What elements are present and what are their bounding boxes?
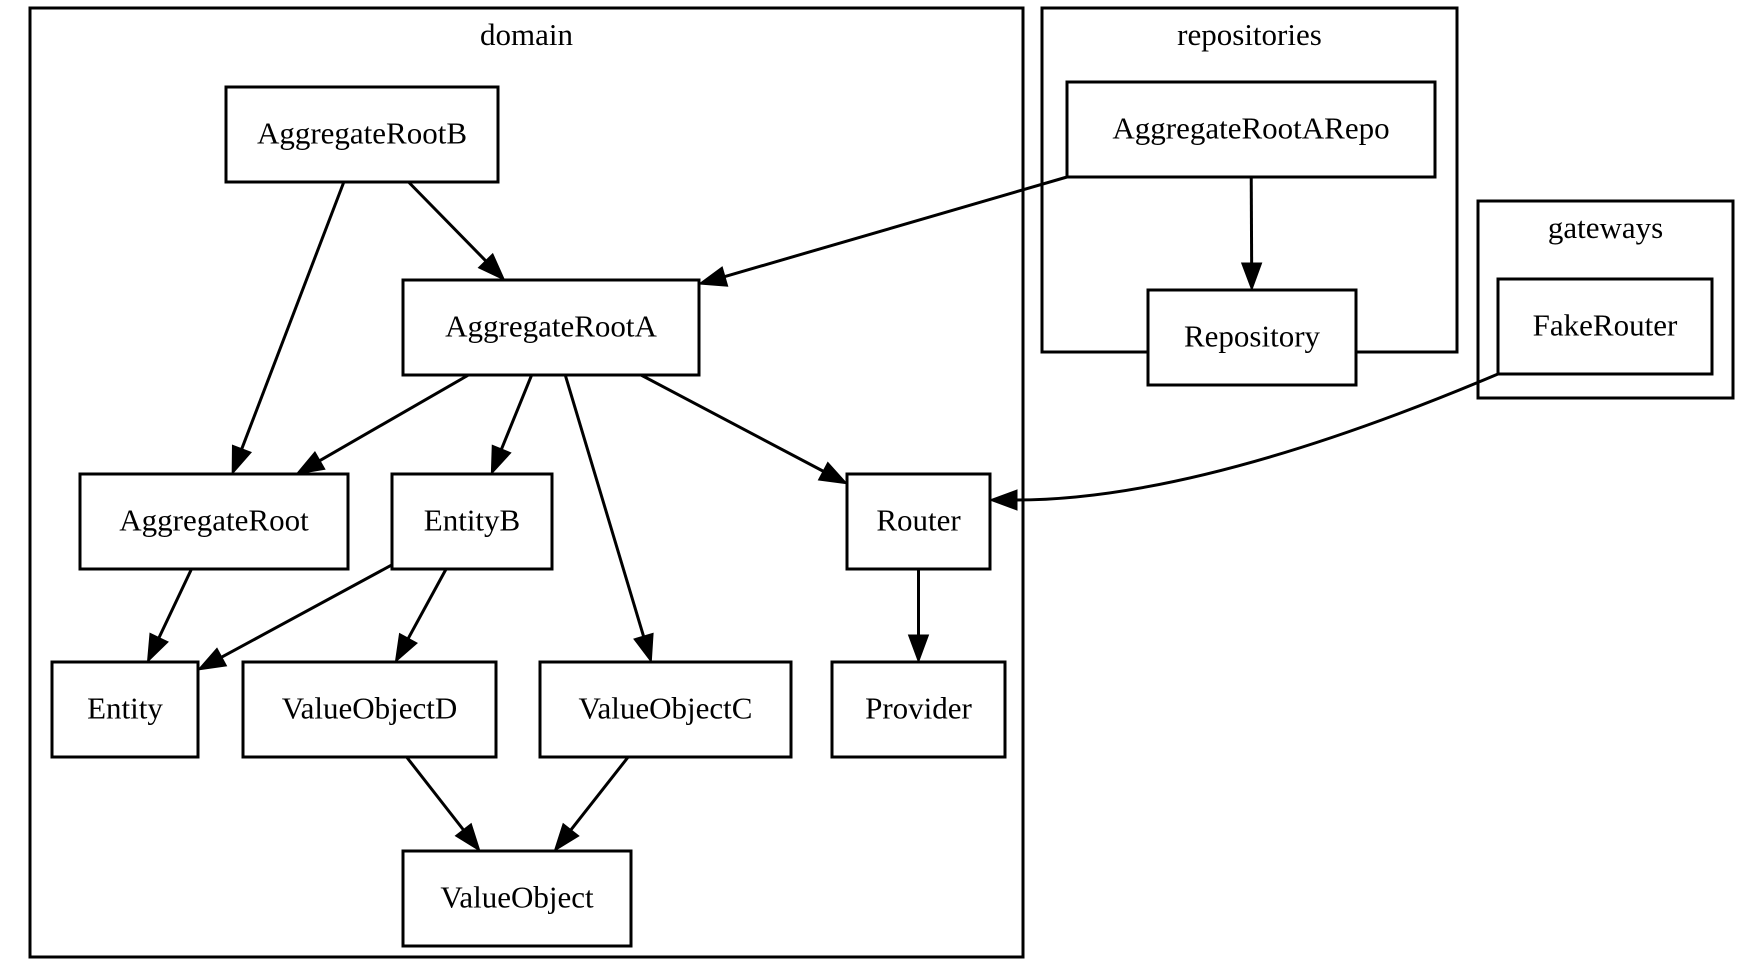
node-entity[interactable]: Entity bbox=[50, 660, 200, 759]
arrowhead-icon bbox=[454, 822, 481, 853]
edge-fakerouter-to-router bbox=[988, 372, 1499, 511]
edge-aggregateroot-to-entity bbox=[146, 568, 193, 664]
arrowhead-icon bbox=[295, 450, 326, 475]
node-label-valueobjectc: ValueObjectC bbox=[579, 691, 753, 726]
edge-line bbox=[318, 373, 470, 463]
arrowhead-icon bbox=[697, 266, 729, 287]
edge-aggregateroota-to-router bbox=[640, 373, 849, 485]
node-entityb[interactable]: EntityB bbox=[390, 472, 554, 571]
node-label-valueobjectd: ValueObjectD bbox=[282, 691, 458, 726]
edge-line bbox=[640, 373, 825, 473]
edge-entityb-to-valueobjectd bbox=[394, 568, 448, 664]
node-label-provider: Provider bbox=[865, 691, 972, 726]
node-box-valueobjectd[interactable] bbox=[241, 660, 498, 759]
node-valueobjectd[interactable]: ValueObjectD bbox=[241, 660, 498, 759]
node-label-aggregaterootarepo: AggregateRootARepo bbox=[1112, 111, 1389, 146]
node-label-repository: Repository bbox=[1184, 319, 1321, 354]
node-aggregaterootarepo[interactable]: AggregateRootARepo bbox=[1065, 80, 1437, 179]
node-label-entityb: EntityB bbox=[424, 503, 520, 538]
node-box-aggregaterootb[interactable] bbox=[224, 85, 500, 184]
edge-line bbox=[563, 374, 646, 638]
node-box-entity[interactable] bbox=[50, 660, 200, 759]
node-box-provider[interactable] bbox=[830, 660, 1007, 759]
edge-aggregaterootarepo-to-aggregateroota bbox=[697, 175, 1068, 287]
arrowhead-icon bbox=[988, 489, 1018, 511]
node-box-fakerouter[interactable] bbox=[1496, 277, 1714, 376]
arrowhead-icon bbox=[1240, 262, 1263, 292]
edge-line bbox=[1015, 372, 1499, 502]
node-aggregaterootb[interactable]: AggregateRootB bbox=[224, 85, 500, 184]
edge-line bbox=[406, 568, 448, 640]
cluster-border-domain bbox=[28, 6, 1025, 959]
edge-aggregaterootb-to-aggregateroot bbox=[231, 181, 346, 476]
arrowhead-icon bbox=[394, 632, 418, 664]
arrowhead-icon bbox=[146, 632, 169, 664]
arrowhead-icon bbox=[490, 444, 512, 476]
edge-aggregaterootarepo-to-repository bbox=[1240, 176, 1263, 292]
edge-line bbox=[569, 756, 630, 832]
node-label-router: Router bbox=[876, 503, 961, 538]
arrowhead-icon bbox=[907, 634, 930, 664]
edge-line bbox=[240, 181, 346, 451]
node-box-valueobject[interactable] bbox=[401, 849, 633, 948]
edge-line bbox=[723, 175, 1068, 279]
edge-aggregateroota-to-entityb bbox=[490, 374, 534, 476]
edge-line bbox=[407, 180, 488, 263]
arrowhead-icon bbox=[231, 444, 252, 476]
cluster-gateways: gateways bbox=[1476, 199, 1735, 400]
arrowhead-icon bbox=[477, 252, 506, 282]
edge-valueobjectd-to-valueobject bbox=[405, 756, 481, 853]
node-box-valueobjectc[interactable] bbox=[538, 660, 793, 759]
cluster-label-domain: domain bbox=[480, 17, 573, 52]
node-box-repository[interactable] bbox=[1146, 288, 1358, 387]
node-aggregateroot[interactable]: AggregateRoot bbox=[78, 472, 350, 571]
arrowhead-icon bbox=[196, 647, 228, 671]
cluster-domain: domain bbox=[28, 6, 1025, 959]
cluster-border-gateways bbox=[1476, 199, 1735, 400]
edge-aggregaterootb-to-aggregateroota bbox=[407, 180, 506, 282]
node-box-aggregateroota[interactable] bbox=[401, 278, 701, 377]
node-provider[interactable]: Provider bbox=[830, 660, 1007, 759]
node-box-router[interactable] bbox=[845, 472, 992, 571]
node-label-aggregateroota: AggregateRootA bbox=[445, 309, 657, 344]
node-valueobjectc[interactable]: ValueObjectC bbox=[538, 660, 793, 759]
edge-entityb-to-entity bbox=[196, 563, 393, 671]
edge-group bbox=[146, 175, 1499, 853]
edge-valueobjectc-to-valueobject bbox=[553, 756, 630, 853]
node-valueobject[interactable]: ValueObject bbox=[401, 849, 633, 948]
node-repository[interactable]: Repository bbox=[1146, 288, 1358, 387]
edge-aggregateroota-to-valueobjectc bbox=[563, 374, 654, 664]
node-aggregateroota[interactable]: AggregateRootA bbox=[401, 278, 701, 377]
node-box-aggregateroot[interactable] bbox=[78, 472, 350, 571]
cluster-label-repositories: repositories bbox=[1177, 17, 1322, 52]
arrowhead-icon bbox=[553, 822, 580, 853]
edge-line bbox=[499, 374, 534, 451]
edge-line bbox=[405, 756, 466, 832]
node-fakerouter[interactable]: FakeRouter bbox=[1496, 277, 1714, 376]
edge-line bbox=[220, 563, 393, 659]
node-router[interactable]: Router bbox=[845, 472, 992, 571]
arrowhead-icon bbox=[817, 461, 849, 485]
node-label-aggregateroot: AggregateRoot bbox=[119, 503, 309, 538]
node-group: AggregateRootB AggregateRootA AggregateRoo… bbox=[50, 80, 1714, 948]
node-label-valueobject: ValueObject bbox=[440, 880, 594, 915]
node-box-entityb[interactable] bbox=[390, 472, 554, 571]
node-label-aggregaterootb: AggregateRootB bbox=[257, 116, 467, 151]
edge-aggregateroota-to-aggregateroot bbox=[295, 373, 470, 475]
node-box-aggregaterootarepo[interactable] bbox=[1065, 80, 1437, 179]
edge-router-to-provider bbox=[907, 569, 930, 664]
cluster-label-gateways: gateways bbox=[1548, 210, 1663, 245]
edge-line bbox=[157, 568, 193, 640]
arrowhead-icon bbox=[633, 632, 654, 664]
node-label-entity: Entity bbox=[87, 691, 163, 726]
node-label-fakerouter: FakeRouter bbox=[1533, 308, 1678, 343]
